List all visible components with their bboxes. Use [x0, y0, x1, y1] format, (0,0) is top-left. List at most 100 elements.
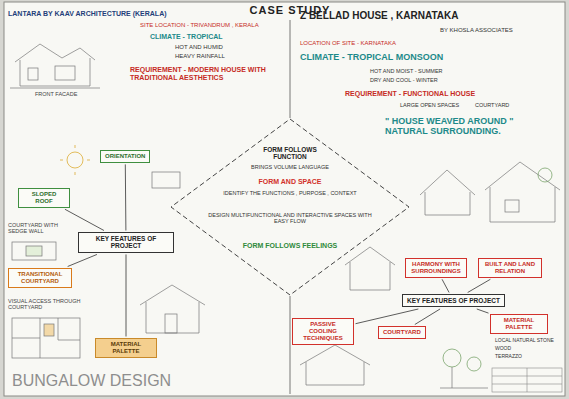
connector-line	[125, 164, 127, 230]
roof-line	[15, 44, 95, 62]
box-label: KEY FEATURES OF PROJECT	[407, 297, 500, 304]
connector-line	[356, 309, 419, 324]
diamond-outline	[170, 118, 410, 296]
connector-line	[468, 279, 491, 292]
window	[505, 200, 519, 212]
box-label: PASSIVE COOLING TECHNIQUES	[297, 321, 349, 342]
diamond-shape	[171, 119, 409, 295]
feature-box: COURTYARD	[378, 326, 426, 339]
box-label: SLOPED ROOF	[23, 191, 65, 205]
title-block-frame	[492, 368, 562, 392]
courtyard-fill	[26, 246, 42, 256]
roof-line	[485, 162, 560, 190]
feature-box: MATERIAL PALETTE	[95, 338, 157, 358]
note-text: HEAVY RAINFALL	[175, 53, 225, 60]
feature-box: TRANSITIONAL COURTYARD	[8, 268, 72, 288]
courtyard-fill	[44, 324, 54, 336]
connector-line	[415, 309, 440, 325]
sheet-title: CASE STUDY	[230, 4, 350, 16]
plan-sketch	[152, 172, 180, 188]
feature-box: MATERIAL PALETTE	[490, 314, 548, 334]
concept-text: IDENTIFY THE FUNCTIONS , PURPOSE , CONTE…	[215, 190, 365, 196]
roof-line	[345, 247, 395, 265]
wall-line	[146, 302, 199, 333]
plan-outline	[12, 318, 80, 358]
concept-diamond: FORM FOLLOWS FUNCTION BRINGS VOLUME LANGU…	[170, 118, 410, 296]
connector-line	[65, 209, 104, 230]
wall-line	[306, 362, 364, 385]
note-text: CLIMATE - TROPICAL MONSOON	[300, 52, 443, 62]
divider-line	[290, 296, 291, 394]
window	[28, 68, 38, 80]
box-label: COURTYARD	[383, 329, 421, 336]
note-text: LOCATION OF SITE - KARNATAKA	[300, 40, 396, 47]
sun-symbol	[60, 145, 90, 175]
note-text: LANTARA BY KAAV ARCHITECTURE (KERALA)	[8, 10, 167, 18]
note-text: COURTYARD WITH SEDGE WALL	[8, 222, 68, 235]
plan-outline	[12, 242, 56, 260]
box-label: MATERIAL PALETTE	[495, 317, 543, 331]
connector-line	[477, 309, 489, 313]
concept-text: DESIGN MULTIFUNCTIONAL AND INTERACTIVE S…	[202, 212, 378, 225]
sun	[67, 152, 83, 168]
concept-text: FORM FOLLOWS FUNCTION	[258, 146, 322, 161]
box-label: TRANSITIONAL COURTYARD	[13, 271, 67, 285]
tree-sketch	[440, 349, 488, 388]
note-text: TERRAZZO	[495, 354, 522, 360]
roof-line	[140, 285, 205, 305]
wall-line	[350, 262, 390, 290]
note-text: FRONT FACADE	[35, 91, 77, 97]
box-label: ORIENTATION	[105, 153, 145, 160]
box-label: KEY FEATURES OF PROJECT	[83, 235, 169, 250]
box-label: MATERIAL PALETTE	[100, 341, 152, 355]
house-sketch	[10, 44, 100, 88]
note-text: REQUIREMENT - FUNCTIONAL HOUSE	[345, 90, 475, 98]
wall-line	[490, 187, 555, 222]
wall-line	[20, 58, 90, 86]
feature-box: BUILT AND LAND RELATION	[478, 258, 542, 278]
roof-line	[300, 345, 370, 365]
note-text: HOT AND HUMID	[175, 44, 223, 51]
roof-line	[420, 170, 475, 195]
connector-line	[68, 254, 97, 266]
key-features-box: KEY FEATURES OF PROJECT	[78, 232, 174, 253]
box-label: HARMONY WITH SURROUNDINGS	[410, 261, 462, 275]
house-sketch	[345, 247, 395, 290]
note-text: HOT AND MOIST - SUMMER	[370, 68, 443, 74]
note-text: CLIMATE - TROPICAL	[150, 33, 223, 41]
title-block-grid	[492, 368, 562, 392]
concept-text: FORM FOLLOWS FEELINGS	[228, 242, 352, 250]
tree	[467, 357, 481, 371]
title-block	[492, 368, 562, 392]
paper-sheet	[4, 2, 565, 396]
note-text: VISUAL ACCESS THROUGH COURTYARD	[8, 298, 98, 311]
sheet-name: BUNGALOW DESIGN	[12, 372, 171, 390]
note-text: SITE LOCATION - TRIVANDRUM , KERALA	[140, 22, 259, 29]
concept-text: BRINGS VOLUME LANGUAGE	[242, 164, 338, 170]
connector-line	[442, 279, 449, 292]
note-text: DRY AND COOL - WINTER	[370, 77, 438, 83]
key-features-box: KEY FEATURES OF PROJECT	[402, 294, 505, 307]
feature-box: SLOPED ROOF	[18, 188, 70, 208]
feature-box: HARMONY WITH SURROUNDINGS	[405, 258, 467, 278]
note-text: " HOUSE WEAVED AROUND " NATURAL SURROUND…	[385, 116, 555, 137]
concept-text: FORM AND SPACE	[235, 178, 345, 186]
window	[55, 66, 75, 80]
trunk	[440, 367, 488, 388]
note-text: LARGE OPEN SPACES	[400, 102, 459, 108]
elevation-sketch	[140, 285, 205, 333]
note-text: LOCAL NATURAL STONE	[495, 338, 554, 344]
house-sketch	[300, 345, 370, 385]
wall-line	[425, 192, 470, 215]
divider-line	[290, 20, 291, 118]
box-label: BUILT AND LAND RELATION	[483, 261, 537, 275]
ground-line	[10, 88, 100, 89]
door	[165, 314, 177, 333]
plan-sketch	[12, 242, 56, 260]
feature-box: PASSIVE COOLING TECHNIQUES	[292, 318, 354, 345]
feature-box: ORIENTATION	[100, 150, 150, 163]
sun-rays	[60, 145, 90, 175]
